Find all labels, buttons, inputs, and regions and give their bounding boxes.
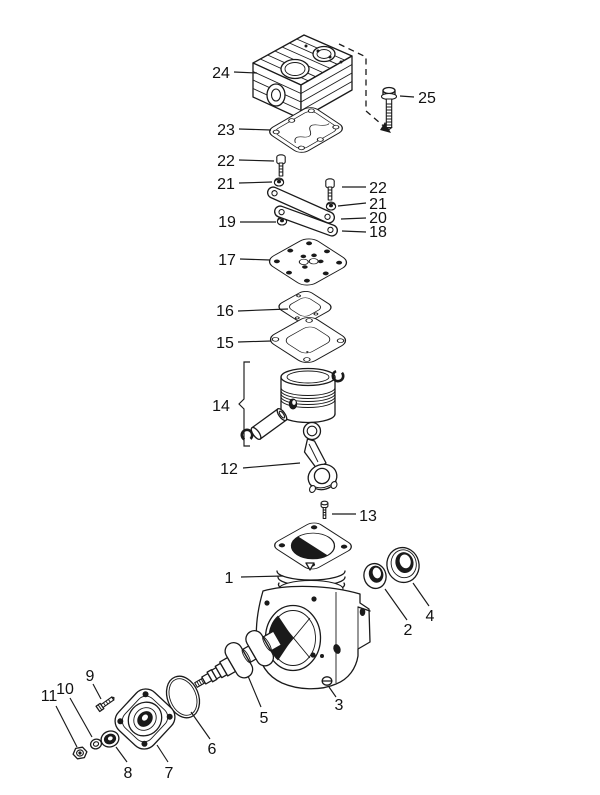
- callout-head-gasket: 23: [217, 122, 272, 139]
- callout-label: 8: [124, 765, 133, 782]
- part-piston-pin: [250, 408, 288, 440]
- callout-label: 23: [217, 122, 235, 139]
- callout-label: 22: [369, 180, 387, 197]
- part-valve-screw-lower: [325, 178, 335, 201]
- callout-valve-screw-upper: 22: [217, 153, 275, 170]
- part-reed-strip-lower: [274, 205, 338, 237]
- part-rod-bolt: [320, 500, 329, 520]
- callout-head-bolt: 25: [399, 90, 436, 107]
- callout-valve-nut-upper: 21: [217, 176, 273, 193]
- callout-cylinder-gasket: 15: [216, 335, 272, 352]
- part-head-bolt: [380, 86, 398, 131]
- callout-label: 13: [359, 508, 377, 525]
- callout-crankcase: 1: [225, 570, 284, 587]
- part-crankshaft: [194, 630, 283, 688]
- callout-seal-ring: 8: [115, 746, 133, 782]
- callout-cylinder-head: 24: [212, 65, 258, 82]
- callout-rod-bolt: 13: [332, 508, 377, 525]
- part-plug: [321, 676, 333, 686]
- callout-label: 2: [404, 622, 413, 639]
- part-cover-screw: [95, 696, 115, 713]
- callout-label: 9: [86, 668, 95, 685]
- part-washer: [89, 738, 103, 750]
- callout-label: 17: [218, 252, 236, 269]
- part-o-ring: [165, 675, 201, 719]
- callout-cover-screw: 9: [86, 668, 102, 700]
- callout-label: 25: [418, 90, 436, 107]
- callout-washer: 10: [56, 681, 93, 738]
- callout-label: 14: [212, 398, 230, 415]
- callout-connecting-rod: 12: [220, 461, 301, 478]
- callout-oil-seal: 4: [412, 582, 435, 625]
- callout-valve-nut-lower: 21: [337, 196, 387, 213]
- part-bearing-bush: [363, 562, 387, 590]
- part-valve-screw-upper: [276, 154, 286, 177]
- callout-label: 6: [208, 741, 217, 758]
- callout-valve-plate-gasket: 16: [216, 303, 289, 320]
- part-valve-plate: [268, 238, 348, 286]
- callout-valve-screw-lower: 22: [342, 180, 387, 197]
- callout-nut: 11: [41, 688, 78, 748]
- part-seal-ring: [100, 730, 120, 748]
- callout-bearing-bush: 2: [384, 588, 413, 639]
- part-piston: [280, 367, 336, 424]
- callout-label: 22: [217, 153, 235, 170]
- callout-valve-plate: 17: [218, 252, 271, 269]
- callout-label: 19: [218, 214, 236, 231]
- callout-label: 4: [426, 608, 435, 625]
- callout-reed-strip-upper: 20: [340, 210, 387, 227]
- callout-label: 21: [369, 196, 387, 213]
- part-valve-plate-gasket: [278, 291, 332, 323]
- assembly-dashed-line: [338, 43, 391, 133]
- part-oil-seal: [386, 546, 420, 584]
- part-cylinder-gasket: [269, 317, 347, 363]
- part-reed-strip-upper: [266, 186, 336, 224]
- callout-end-cover: 7: [156, 744, 174, 782]
- callout-label: 21: [217, 176, 235, 193]
- callout-label: 11: [41, 688, 58, 705]
- callout-label: 3: [335, 697, 344, 714]
- callout-label: 1: [225, 570, 234, 587]
- part-valve-nut-upper: [273, 177, 285, 187]
- part-crankcase: [255, 522, 371, 690]
- callout-plug: 3: [328, 686, 344, 714]
- callout-crankshaft: 5: [247, 675, 269, 727]
- part-nut: [72, 746, 88, 760]
- part-cylinder-head: [252, 34, 353, 120]
- callout-label: 16: [216, 303, 234, 320]
- part-end-cover: [114, 688, 176, 750]
- callout-label: 12: [220, 461, 238, 478]
- part-connecting-rod: [302, 421, 338, 494]
- callout-piston-assembly: 14: [212, 361, 250, 447]
- callout-valve-nut-19: 19: [218, 214, 276, 231]
- callout-o-ring: 6: [190, 711, 217, 758]
- callout-label: 24: [212, 65, 230, 82]
- callout-label: 10: [56, 681, 74, 698]
- part-valve-nut-lower: [325, 201, 337, 211]
- callout-reed-strip-lower: 18: [341, 224, 387, 241]
- callout-label: 5: [260, 710, 269, 727]
- callout-label: 7: [165, 765, 174, 782]
- callout-label: 15: [216, 335, 234, 352]
- part-head-gasket: [269, 107, 343, 153]
- callout-label: 18: [369, 224, 387, 241]
- callout-label: 20: [369, 210, 387, 227]
